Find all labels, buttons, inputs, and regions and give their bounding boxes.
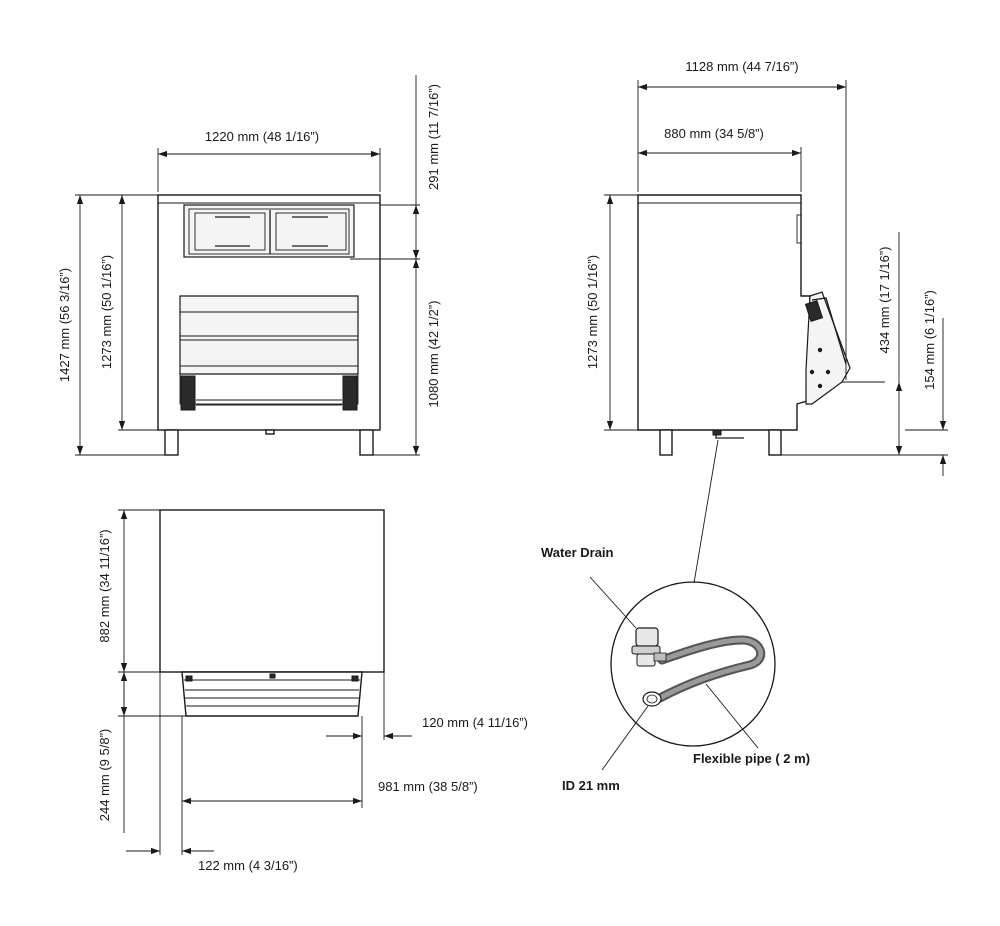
- side-leg-front: [659, 429, 673, 456]
- water-drain-label: Water Drain: [541, 545, 614, 560]
- front-bin-door: [179, 295, 359, 375]
- side-body-height-label: 1273 mm (50 1/16”): [585, 255, 600, 369]
- front-top-panel: [183, 204, 355, 258]
- top-depth-label: 882 mm (34 11/16”): [97, 529, 112, 642]
- top-offset-left-label: 122 mm (4 3/16”): [198, 858, 298, 873]
- flexible-pipe-label: Flexible pipe ( 2 m): [693, 751, 810, 766]
- side-cabinet: [637, 194, 811, 431]
- side-view: 1128 mm (44 7/16”) 880 mm (34 5/8”) 1273…: [585, 59, 948, 476]
- top-offset-right-label: 120 mm (4 11/16”): [422, 715, 528, 730]
- drain-detail: Water Drain Flexible pipe ( 2 m) ID 21 m…: [541, 439, 810, 793]
- side-overall-depth-label: 1128 mm (44 7/16”): [685, 59, 798, 74]
- side-clearance-label: 154 mm (6 1/16”): [922, 290, 937, 390]
- side-door-height-label: 434 mm (17 1/16”): [877, 247, 892, 354]
- front-leg-left: [164, 429, 179, 456]
- top-cabinet: [159, 509, 385, 673]
- front-body-height-label: 1273 mm (50 1/16”): [99, 255, 114, 369]
- top-view: 882 mm (34 11/16”) 244 mm (9 5/8”) 120 m…: [97, 509, 528, 873]
- detail-leader-line: [693, 439, 719, 584]
- front-top-section-label: 291 mm (11 7/16”): [426, 84, 441, 190]
- front-leg-right: [359, 429, 374, 456]
- top-bin-door: [181, 671, 363, 717]
- front-view: 1220 mm (48 1/16”) 1427 mm (56 3/16”) 12…: [57, 75, 441, 456]
- side-body-depth-label: 880 mm (34 5/8”): [664, 126, 764, 141]
- front-width-label: 1220 mm (48 1/16”): [205, 129, 319, 144]
- top-door-depth-label: 244 mm (9 5/8”): [97, 729, 112, 821]
- inner-diameter-label: ID 21 mm: [562, 778, 620, 793]
- drain-fitting: [631, 627, 667, 667]
- detail-circle: [610, 581, 776, 747]
- top-opening-width-label: 981 mm (38 5/8”): [378, 779, 478, 794]
- front-door-height-label: 1080 mm (42 1/2”): [426, 301, 441, 408]
- side-leg-back: [768, 429, 782, 456]
- front-total-height-label: 1427 mm (56 3/16”): [57, 268, 72, 382]
